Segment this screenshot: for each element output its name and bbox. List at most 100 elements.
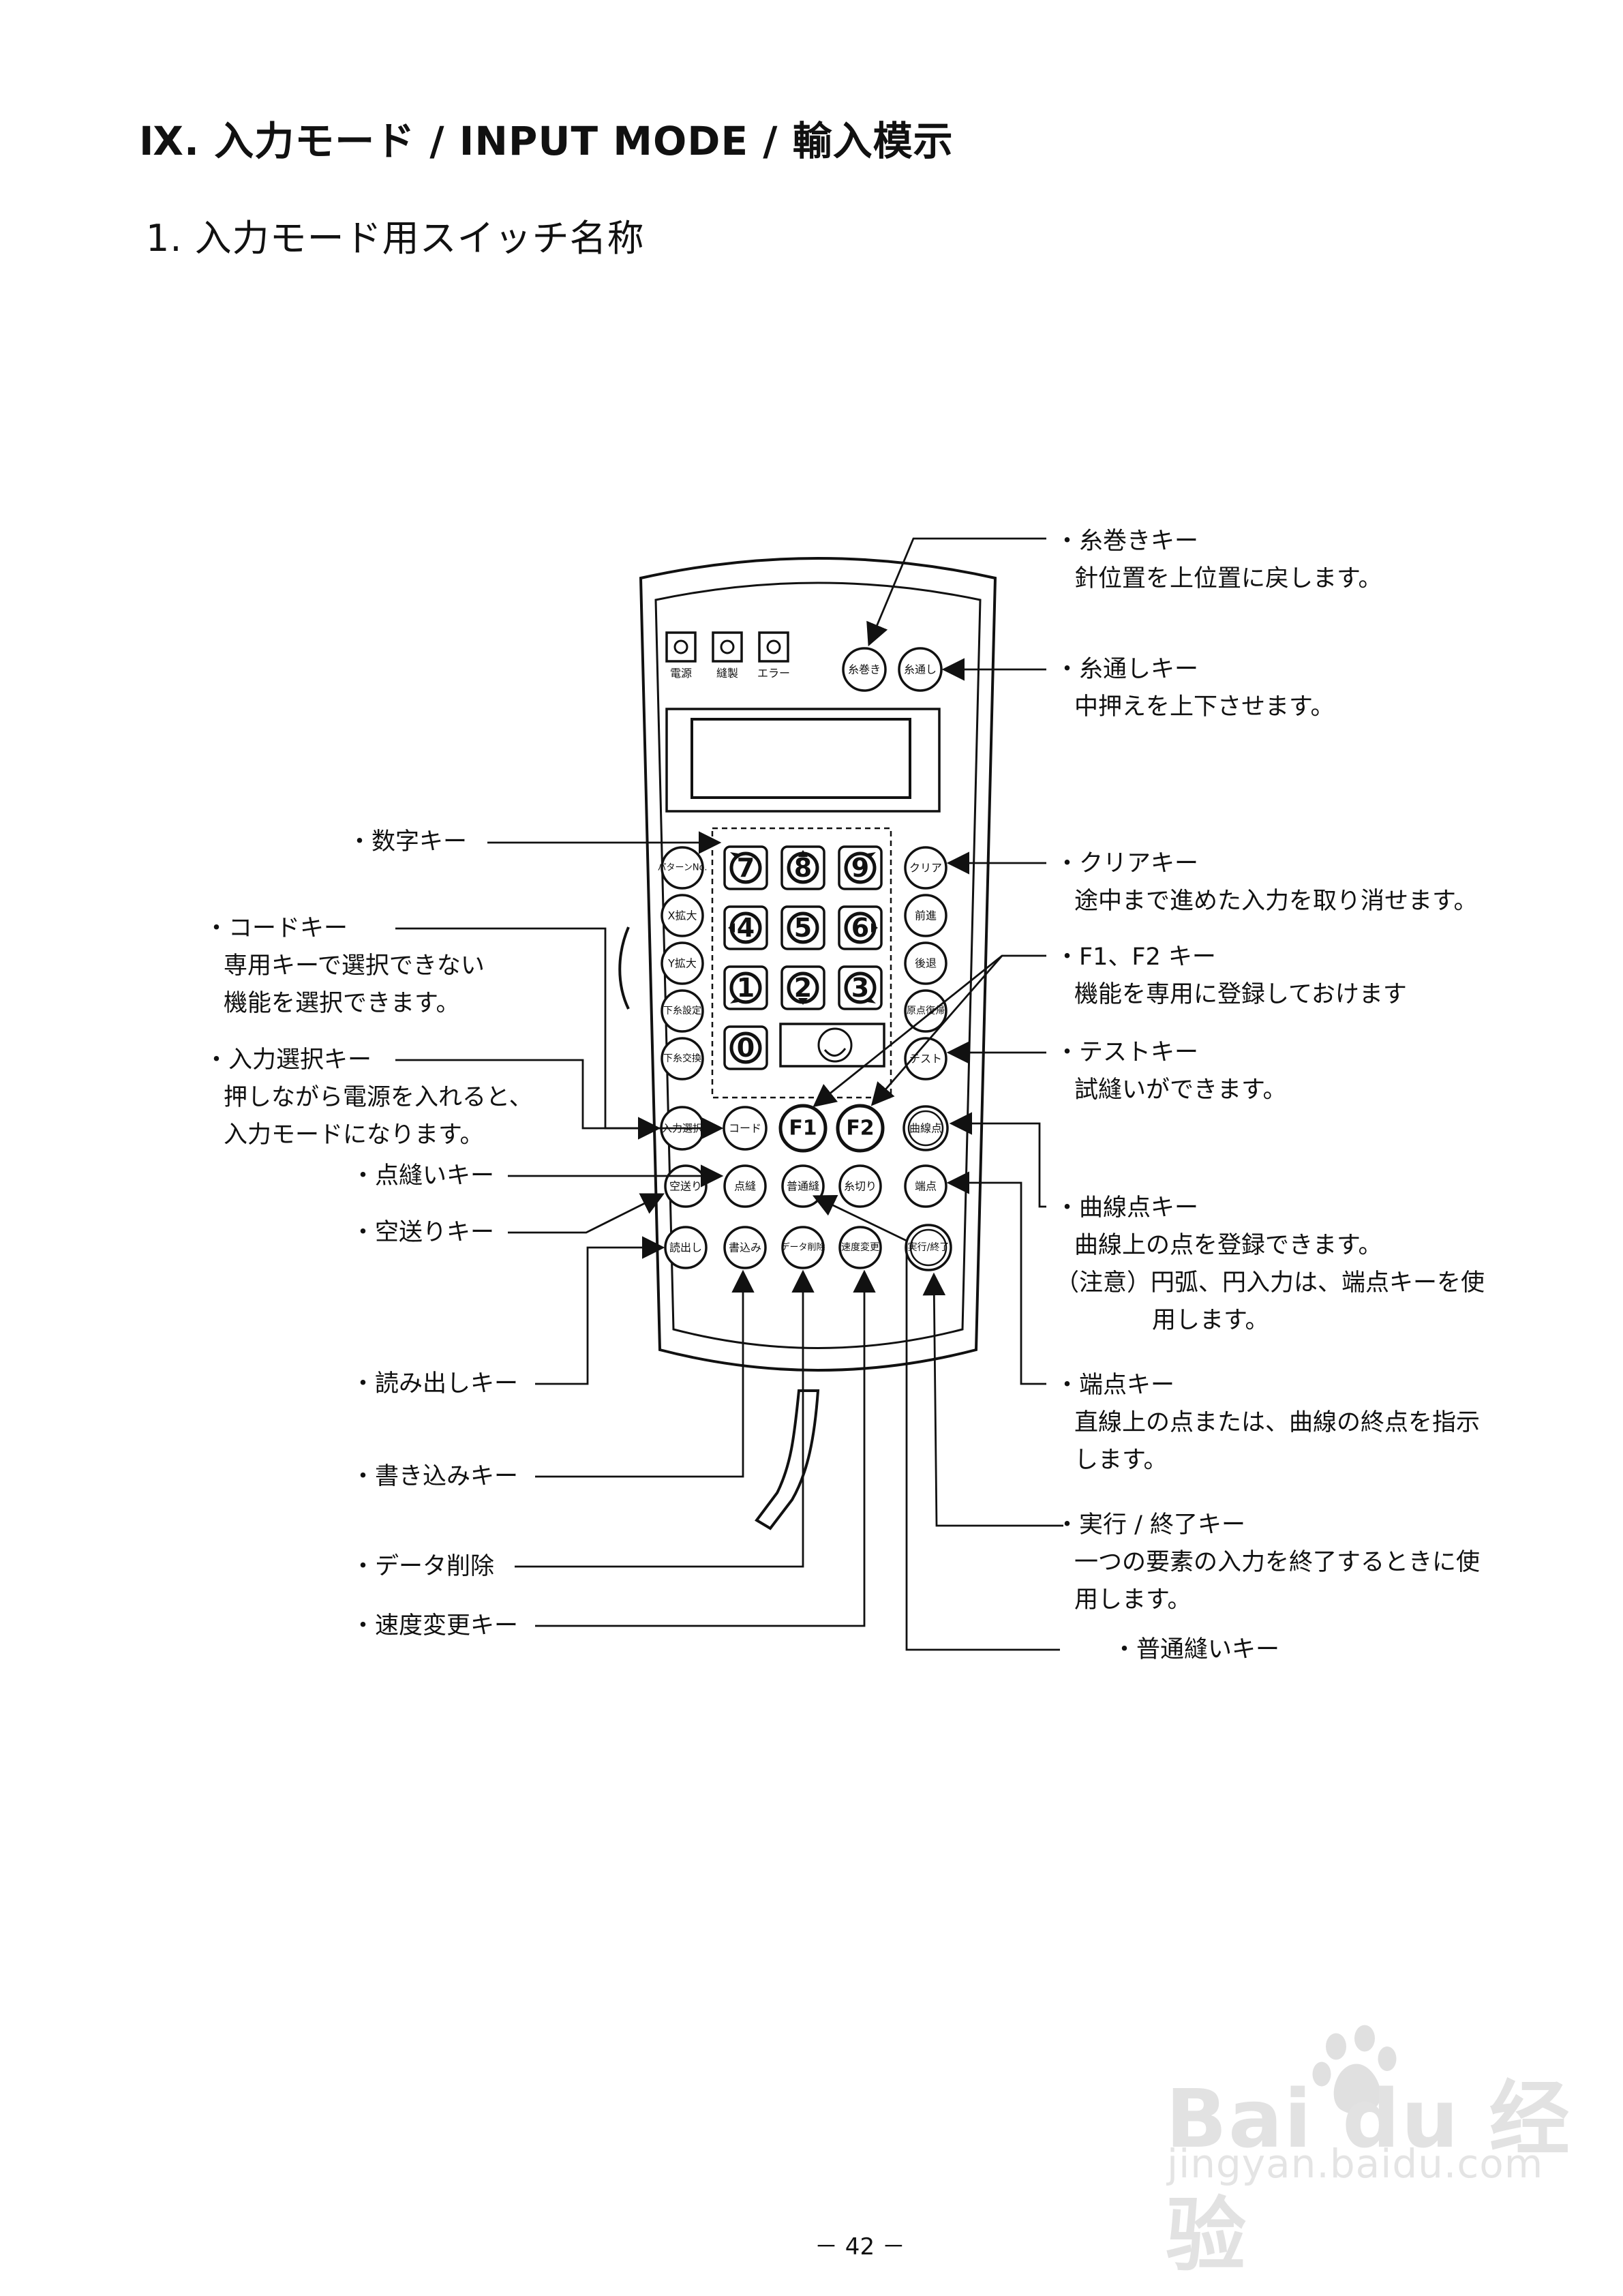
origin-return-key[interactable]: 原点復帰 xyxy=(904,989,947,1033)
power-lamp-label: 電源 xyxy=(670,667,692,680)
execute-end-key[interactable]: 実行/終了 xyxy=(905,1224,952,1271)
svg-text:X拡大: X拡大 xyxy=(668,909,697,922)
svg-text:コード: コード xyxy=(729,1122,761,1135)
direction-arrows xyxy=(728,850,878,1005)
svg-text:7: 7 xyxy=(737,853,755,883)
svg-text:下糸設定: 下糸設定 xyxy=(663,1006,701,1016)
digit-9-key[interactable]: 9 xyxy=(838,845,883,890)
svg-text:糸通し: 糸通し xyxy=(904,663,937,676)
page-number: － 42 － xyxy=(815,2233,905,2261)
svg-text:速度変更: 速度変更 xyxy=(841,1241,879,1253)
label-test: ・テストキー 試縫いができます。 xyxy=(1055,1039,1287,1104)
section-title: 1. 入力モード用スイッチ名称 xyxy=(146,217,645,260)
svg-text:クリア: クリア xyxy=(909,862,942,875)
svg-text:データ削除: データ削除 xyxy=(780,1242,825,1253)
label-thread-through: ・糸通しキー 中押えを上下させます。 xyxy=(1055,656,1335,721)
cable xyxy=(755,1389,820,1530)
svg-text:2: 2 xyxy=(794,973,812,1003)
leader-lines xyxy=(395,537,1063,1651)
digit-8-key[interactable]: 8 xyxy=(780,845,825,890)
watermark-brand: Bai du 经验 xyxy=(1166,2072,1571,2282)
svg-text:実行/終了: 実行/終了 xyxy=(908,1242,950,1253)
label-f-keys: ・F1、F2 キー 機能を専用に登録しておけます xyxy=(1055,943,1407,1008)
read-key[interactable]: 読出し xyxy=(664,1226,708,1269)
label-curve-point: ・曲線点キー 曲線上の点を登録できます。 （注意）円弧、円入力は、端点キーを使 … xyxy=(1055,1194,1485,1334)
svg-text:F2: F2 xyxy=(846,1117,874,1141)
label-input-select: ・入力選択キー 押しながら電源を入れると、 入力モードになります。 xyxy=(204,1046,533,1149)
svg-text:曲線点: 曲線点 xyxy=(909,1122,942,1135)
svg-text:糸切り: 糸切り xyxy=(844,1180,877,1193)
forward-key[interactable]: 前進 xyxy=(904,894,947,937)
jog-dial[interactable] xyxy=(779,1023,885,1068)
label-speed-change: ・速度変更キー xyxy=(351,1612,519,1640)
label-execute: ・実行 / 終了キー 一つの要素の入力を終了するときに使 用します。 xyxy=(1055,1511,1481,1614)
digit-2-key[interactable]: 2 xyxy=(780,965,825,1010)
write-key[interactable]: 書込み xyxy=(723,1226,767,1269)
normal-sew-key[interactable]: 普通縫 xyxy=(781,1164,825,1208)
label-read: ・読み出しキー xyxy=(351,1370,519,1398)
label-write: ・書き込みキー xyxy=(351,1463,519,1490)
curve-point-key[interactable]: 曲線点 xyxy=(902,1105,949,1151)
baidu-paw-logo xyxy=(1312,2025,1397,2115)
svg-text:8: 8 xyxy=(794,853,812,883)
label-numeric: ・数字キー xyxy=(348,828,468,856)
label-end-point: ・端点キー 直線上の点または、曲線の終点を指示 します。 xyxy=(1055,1372,1481,1474)
svg-text:点縫: 点縫 xyxy=(734,1180,756,1193)
svg-text:1: 1 xyxy=(737,973,755,1003)
svg-text:空送り: 空送り xyxy=(669,1180,702,1193)
lcd-display xyxy=(665,708,941,813)
speed-change-key[interactable]: 速度変更 xyxy=(838,1226,882,1269)
svg-text:原点復帰: 原点復帰 xyxy=(907,1005,945,1016)
end-point-key[interactable]: 端点 xyxy=(904,1164,947,1208)
feed-key[interactable]: 空送り xyxy=(664,1164,708,1208)
svg-text:下糸交換: 下糸交換 xyxy=(663,1053,701,1064)
svg-text:糸巻き: 糸巻き xyxy=(848,663,881,676)
svg-text:0: 0 xyxy=(737,1033,755,1063)
f2-key[interactable]: F2 xyxy=(836,1104,885,1153)
digit-5-key[interactable]: 5 xyxy=(780,905,825,950)
svg-text:端点: 端点 xyxy=(915,1180,937,1193)
label-normal-sew: ・普通縫いキー xyxy=(1112,1636,1280,1663)
label-thread-wind: ・糸巻きキー 針位置を上位置に戻します。 xyxy=(1055,528,1382,592)
label-feed: ・空送りキー xyxy=(351,1219,495,1246)
pattern-no-key[interactable]: パターンNo. xyxy=(658,846,708,890)
svg-text:前進: 前進 xyxy=(915,909,937,922)
digit-6-key[interactable]: 6 xyxy=(838,905,883,950)
error-lamp-label: エラー xyxy=(757,667,790,680)
x-scale-key[interactable]: X拡大 xyxy=(661,894,704,937)
back-key[interactable]: 後退 xyxy=(904,941,947,985)
test-key[interactable]: テスト xyxy=(904,1037,947,1081)
svg-text:5: 5 xyxy=(794,913,812,943)
watermark-url: jingyan.baidu.com xyxy=(1167,2141,1544,2187)
f1-key[interactable]: F1 xyxy=(778,1104,828,1153)
y-scale-key[interactable]: Y拡大 xyxy=(661,941,704,985)
svg-text:9: 9 xyxy=(851,853,869,883)
svg-text:3: 3 xyxy=(851,973,869,1003)
numeric-keypad-frame xyxy=(711,827,892,1099)
svg-text:パターンNo.: パターンNo. xyxy=(658,863,708,873)
label-code: ・コードキー 専用キーで選択できない 機能を選択できます。 xyxy=(204,915,485,1017)
lower-thread-change-key[interactable]: 下糸交換 xyxy=(661,1037,704,1081)
data-delete-key[interactable]: データ削除 xyxy=(780,1226,825,1269)
page-title: Ⅸ. 入力モード / INPUT MODE / 輸入模示 xyxy=(139,118,954,164)
svg-text:F1: F1 xyxy=(789,1117,817,1141)
indicator-lamps: 電源 縫製 エラー xyxy=(665,631,790,680)
clear-key[interactable]: クリア xyxy=(904,846,947,890)
svg-text:6: 6 xyxy=(851,913,869,943)
label-data-delete: ・データ削除 xyxy=(351,1553,495,1580)
svg-text:Y拡大: Y拡大 xyxy=(667,957,697,970)
point-sew-key[interactable]: 点縫 xyxy=(723,1164,767,1208)
svg-text:後退: 後退 xyxy=(915,957,937,970)
svg-text:読出し: 読出し xyxy=(669,1241,702,1254)
thread-wind-key[interactable]: 糸巻き xyxy=(842,647,887,692)
thread-cut-key[interactable]: 糸切り xyxy=(838,1164,882,1208)
svg-text:書込み: 書込み xyxy=(729,1241,761,1254)
sewing-lamp-label: 縫製 xyxy=(716,667,738,680)
digit-0-key[interactable]: 0 xyxy=(723,1025,768,1070)
code-key[interactable]: コード xyxy=(723,1106,768,1151)
lower-thread-setting-key[interactable]: 下糸設定 xyxy=(661,989,704,1033)
label-clear: ・クリアキー 途中まで進めた入力を取り消せます。 xyxy=(1055,850,1478,915)
thread-through-key[interactable]: 糸通し xyxy=(898,647,943,692)
svg-text:4: 4 xyxy=(737,913,755,943)
